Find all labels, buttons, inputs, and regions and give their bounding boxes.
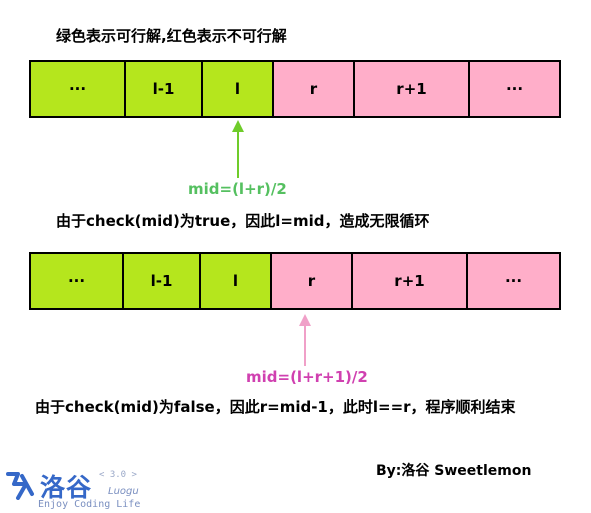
luogu-mark-icon (6, 472, 34, 500)
logo-tagline: Enjoy Coding Life (38, 499, 141, 510)
bar2-cell-ellipsis-right: ··· (468, 254, 559, 308)
formula-mid-1: mid=(l+r)/2 (188, 180, 287, 198)
author-credit: By:洛谷 Sweetlemon (376, 463, 532, 479)
logo-brand: 洛谷 (40, 473, 93, 502)
logo-subtitle: Luogu (108, 486, 139, 497)
formula-mid-2: mid=(l+r+1)/2 (246, 368, 368, 386)
bar1-cell-r: r (274, 62, 355, 116)
luogu-logo: 洛谷 < 3.0 > Luogu Enjoy Coding Life (4, 466, 154, 512)
bar2-cell-ellipsis-left: ··· (31, 254, 124, 308)
array-bar-2: ··· l-1 l r r+1 ··· (29, 252, 561, 310)
caption-middle: 由于check(mid)为true，因此l=mid，造成无限循环 (56, 212, 430, 230)
bar2-cell-l-minus-1: l-1 (124, 254, 201, 308)
logo-version: < 3.0 > (99, 470, 137, 480)
bar1-cell-l: l (203, 62, 274, 116)
array-bar-1: ··· l-1 l r r+1 ··· (29, 60, 561, 118)
bar1-cell-ellipsis-right: ··· (470, 62, 559, 116)
caption-bottom: 由于check(mid)为false，因此r=mid-1，此时l==r，程序顺利… (35, 398, 516, 416)
arrow-up-icon-green (232, 120, 244, 178)
bar2-cell-l: l (201, 254, 272, 308)
caption-top: 绿色表示可行解,红色表示不可行解 (56, 27, 287, 45)
bar2-cell-r-plus-1: r+1 (353, 254, 468, 308)
bar1-cell-l-minus-1: l-1 (126, 62, 203, 116)
arrow-up-icon-pink (299, 314, 311, 366)
bar2-cell-r: r (272, 254, 353, 308)
bar1-cell-r-plus-1: r+1 (355, 62, 470, 116)
bar1-cell-ellipsis-left: ··· (31, 62, 126, 116)
